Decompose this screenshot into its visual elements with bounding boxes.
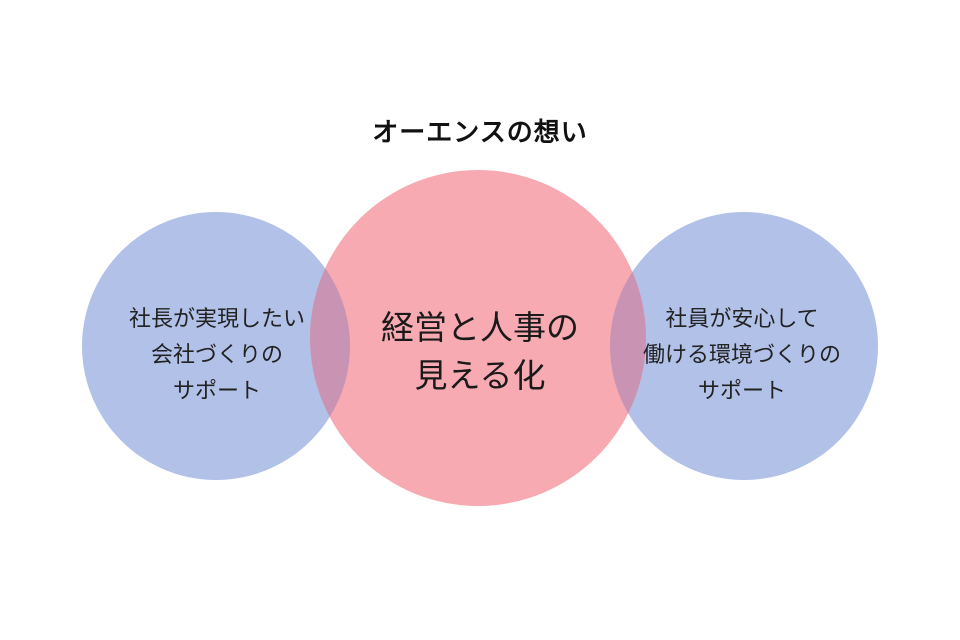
right-label-line-3: サポート (697, 379, 786, 404)
right-label-line-1: 社員が安心して (665, 307, 819, 332)
center-label-line-2: 見える化 (414, 356, 546, 395)
left-circle (82, 212, 350, 480)
center-circle (310, 170, 646, 506)
left-label-line-3: サポート (172, 379, 261, 404)
left-label-line-2: 会社づくりの (150, 343, 283, 368)
right-label-line-2: 働ける環境づくりの (642, 343, 841, 368)
center-circle-label: 経営と人事の 見える化 (340, 304, 620, 400)
diagram-title: オーエンスの想い (372, 118, 588, 148)
left-label-line-1: 社長が実現したい (128, 307, 305, 332)
left-circle-label: 社長が実現したい 会社づくりの サポート (102, 302, 332, 410)
right-circle (610, 212, 878, 480)
center-label-line-1: 経営と人事の (381, 308, 579, 347)
right-circle-label: 社員が安心して 働ける環境づくりの サポート (622, 302, 862, 410)
